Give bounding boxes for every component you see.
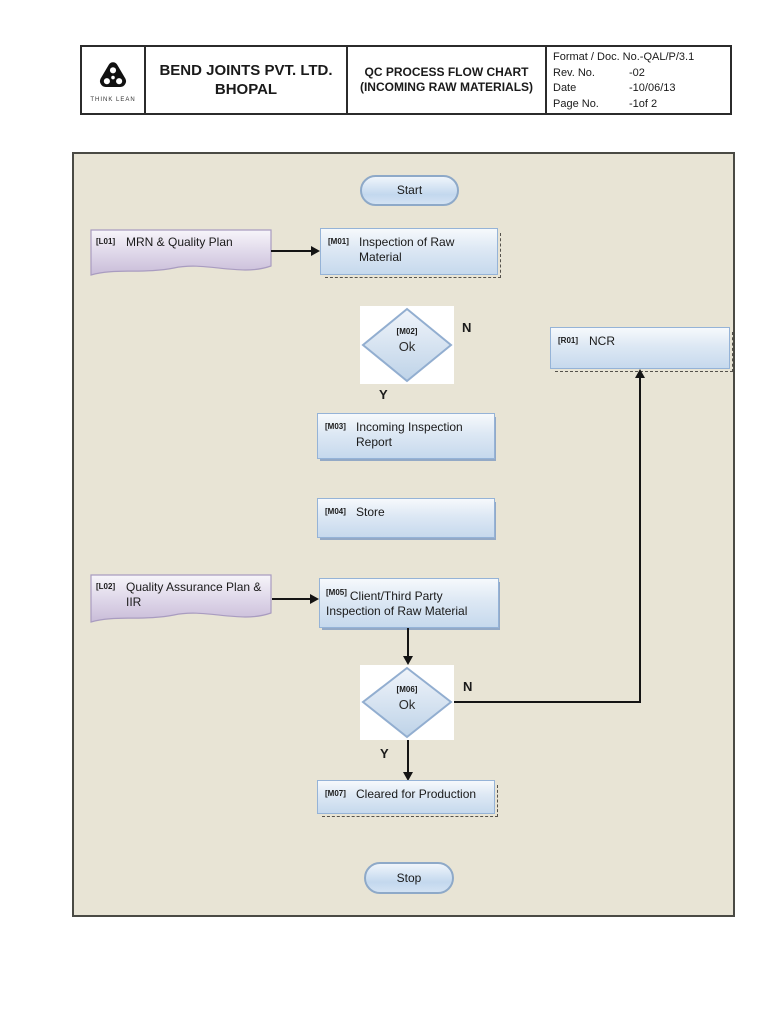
flow-node-m05: [M05]Client/Third Party Inspection of Ra… bbox=[319, 578, 499, 628]
flow-node-m07: [M07] Cleared for Production bbox=[317, 780, 498, 817]
diamond-shape bbox=[361, 666, 453, 739]
edge-label-yes: Y bbox=[379, 387, 388, 402]
meta-label: Date bbox=[553, 82, 577, 94]
node-tag: [L02] bbox=[96, 582, 116, 591]
meta-row-page: Page No. -1of 2 bbox=[553, 97, 724, 113]
arrowhead-down-icon bbox=[403, 656, 413, 665]
node-label: Incoming Inspection Report bbox=[356, 420, 463, 449]
meta-label: Format / Doc. No. bbox=[553, 51, 640, 63]
meta-row-date: Date -10/06/13 bbox=[553, 81, 724, 97]
company-name-cell: BEND JOINTS PVT. LTD. BHOPAL bbox=[144, 47, 346, 113]
flow-node-m03: [M03] Incoming Inspection Report bbox=[317, 413, 495, 459]
meta-row-format: Format / Doc. No. -QAL/P/3.1 bbox=[553, 50, 724, 66]
flow-node-stop: Stop bbox=[364, 862, 454, 894]
node-tag: [M01] bbox=[328, 237, 349, 246]
document-meta-cell: Format / Doc. No. -QAL/P/3.1 Rev. No. -0… bbox=[545, 47, 730, 113]
node-label: Cleared for Production bbox=[356, 787, 477, 801]
company-name-line1: BEND JOINTS PVT. LTD. bbox=[159, 62, 333, 79]
node-label: Ok bbox=[398, 339, 416, 354]
node-label: Stop bbox=[396, 870, 422, 885]
document-shape bbox=[90, 229, 272, 276]
flow-node-m06-decision: [M06] Ok bbox=[360, 665, 454, 740]
flow-node-l02-document: [L02] Quality Assurance Plan & IIR bbox=[90, 573, 272, 627]
edge-label-no: N bbox=[463, 679, 473, 694]
connector-m05-m06 bbox=[407, 628, 409, 656]
diamond-shape bbox=[361, 307, 453, 383]
flowchart-canvas: Start [L01] MRN & Quality Plan [M01] Ins… bbox=[72, 152, 735, 917]
node-label: MRN & Quality Plan bbox=[126, 235, 233, 249]
meta-label: Page No. bbox=[553, 97, 599, 110]
node-label: Quality Assurance Plan & IIR bbox=[126, 580, 262, 609]
node-label: Start bbox=[396, 183, 423, 197]
document-title-line1: QC PROCESS FLOW CHART bbox=[364, 65, 529, 79]
logo-caption: THINK LEAN bbox=[90, 97, 136, 103]
arrowhead-down-icon bbox=[403, 772, 413, 781]
node-label: Client/Third Party Inspection of Raw Mat… bbox=[326, 589, 468, 618]
document-shape bbox=[90, 574, 272, 623]
node-tag: [M02] bbox=[396, 327, 418, 336]
node-text: [L02] Quality Assurance Plan & IIR bbox=[90, 573, 272, 610]
meta-value: -10/06/13 bbox=[629, 82, 676, 94]
arrowhead-right-icon bbox=[310, 594, 319, 604]
node-tag: [L01] bbox=[96, 237, 116, 246]
logo-cell: THINK LEAN bbox=[82, 47, 144, 113]
node-tag: [M04] bbox=[325, 507, 346, 516]
connector-l01-m01 bbox=[271, 250, 311, 252]
meta-label: Rev. No. bbox=[553, 66, 595, 79]
meta-value: -02 bbox=[629, 66, 645, 79]
edge-label-yes: Y bbox=[380, 746, 389, 761]
trefoil-logo-icon bbox=[100, 62, 126, 88]
node-label: Ok bbox=[398, 697, 416, 712]
node-tag: [M07] bbox=[325, 789, 346, 798]
connector-m06-m07 bbox=[407, 740, 409, 772]
meta-row-rev: Rev. No. -02 bbox=[553, 66, 724, 82]
document-title-cell: QC PROCESS FLOW CHART (INCOMING RAW MATE… bbox=[346, 47, 545, 113]
node-label: Inspection of Raw Material bbox=[359, 235, 455, 264]
flow-node-m02-decision: [M02] Ok bbox=[360, 306, 454, 384]
node-tag: [M06] bbox=[396, 685, 418, 694]
flow-node-m01: [M01] Inspection of Raw Material bbox=[320, 228, 501, 278]
node-label: Store bbox=[356, 505, 385, 519]
node-tag: [R01] bbox=[558, 336, 579, 345]
connector-m06-ncr-horizontal bbox=[454, 701, 641, 703]
node-tag: [M05] bbox=[326, 588, 347, 597]
meta-value: -1of 2 bbox=[629, 97, 658, 110]
flow-node-r01-ncr: [R01] NCR bbox=[550, 327, 733, 372]
flow-node-m04: [M04] Store bbox=[317, 498, 495, 538]
flow-node-l01-document: [L01] MRN & Quality Plan bbox=[90, 228, 272, 280]
flow-node-start: Start bbox=[360, 175, 459, 206]
arrowhead-right-icon bbox=[311, 246, 320, 256]
document-title-line2: (INCOMING RAW MATERIALS) bbox=[359, 80, 534, 94]
meta-value: -QAL/P/3.1 bbox=[639, 51, 695, 63]
connector-l02-m05 bbox=[272, 598, 310, 600]
arrowhead-up-icon bbox=[635, 369, 645, 378]
node-text: [L01] MRN & Quality Plan bbox=[90, 228, 272, 250]
document-header-table: THINK LEAN BEND JOINTS PVT. LTD. BHOPAL … bbox=[80, 45, 732, 115]
connector-m06-ncr-vertical bbox=[639, 377, 641, 703]
edge-label-no: N bbox=[462, 320, 472, 335]
node-label: NCR bbox=[589, 334, 615, 348]
company-name-line2: BHOPAL bbox=[214, 81, 278, 98]
node-tag: [M03] bbox=[325, 422, 346, 431]
